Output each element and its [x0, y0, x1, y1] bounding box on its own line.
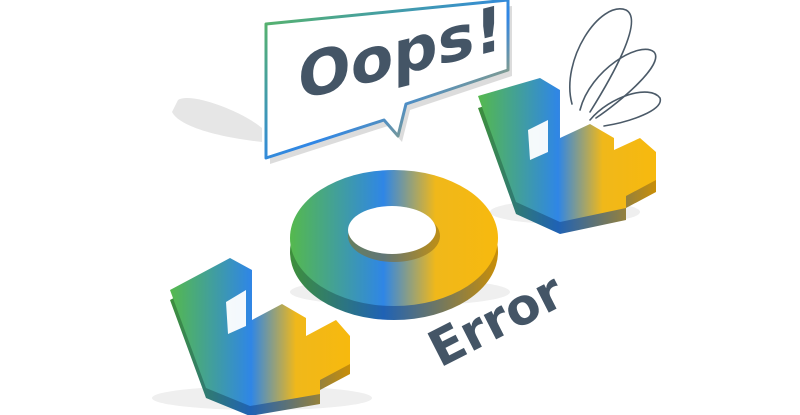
digit-four-left: 4: [0, 0, 350, 415]
digit-text-second: 0: [0, 0, 1, 1]
digit-text-first: 4: [0, 0, 1, 1]
speech-bubble: Oops!: [264, 0, 512, 164]
digit-four-right: 4: [0, 0, 656, 234]
scribble-loop-icon: [569, 8, 661, 127]
digit-text-third: 4: [0, 0, 1, 1]
digit-zero: 0: [0, 0, 498, 320]
